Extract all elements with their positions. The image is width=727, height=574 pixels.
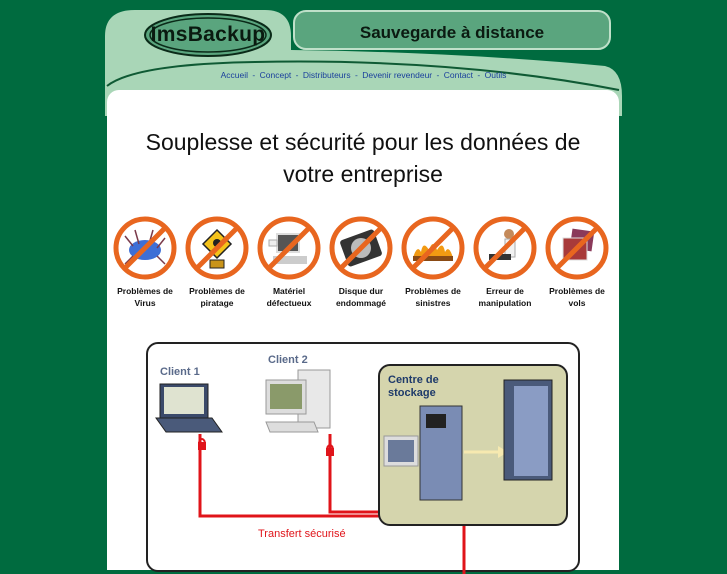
nav-devenir-revendeur[interactable]: Devenir revendeur (362, 70, 433, 80)
logo-ellipse-icon (144, 13, 272, 57)
nav-accueil[interactable]: Accueil (220, 70, 249, 80)
hardware-icon (257, 216, 321, 280)
problem-label-line1: Problèmes de (189, 286, 245, 296)
nav-separator: - (252, 70, 256, 80)
nav-contact[interactable]: Contact (443, 70, 474, 80)
storage-label-line1: Centre de (388, 374, 439, 386)
main-nav: Accueil - Concept - Distributeurs - Deve… (105, 70, 622, 80)
server-rack-icon (503, 379, 553, 481)
problem-label-line2: défectueux (266, 298, 312, 308)
problems-row: Problèmes de Virus Problèmes de piratage (107, 216, 619, 316)
content-area: Souplesse et sécurité pour les données d… (107, 90, 619, 574)
desktop-icon (265, 369, 331, 433)
page-title: Souplesse et sécurité pour les données d… (107, 126, 619, 190)
laptop-icon (155, 383, 223, 433)
problem-virus: Problèmes de Virus (109, 216, 181, 309)
problem-sinistres: Problèmes de sinistres (397, 216, 469, 309)
user-error-icon (473, 216, 537, 280)
backup-diagram: Client 1 Client 2 (146, 342, 580, 574)
problem-materiel: Matériel défectueux (253, 216, 325, 309)
tagline-text: Sauvegarde à distance (359, 22, 545, 42)
nav-separator: - (477, 70, 481, 80)
problem-label-line2: endommagé (335, 298, 387, 308)
problem-label-line1: Problèmes de (117, 286, 173, 296)
nav-separator: - (354, 70, 358, 80)
problem-label-line2: sinistres (415, 298, 451, 308)
problem-label-line1: Disque dur (338, 286, 384, 296)
title-line-1: Souplesse et sécurité pour les données d… (145, 129, 581, 155)
piracy-icon (185, 216, 249, 280)
problem-label-line2: piratage (200, 298, 234, 308)
title-line-2: votre entreprise (283, 161, 443, 187)
storage-label-line2: stockage (388, 387, 436, 399)
problem-label-line2: Virus (134, 298, 156, 308)
nav-outils[interactable]: Outils (484, 70, 507, 80)
problem-disque: Disque dur endommagé (325, 216, 397, 309)
nav-concept[interactable]: Concept (259, 70, 292, 80)
hard-disk-icon (329, 216, 393, 280)
lock-icon (198, 438, 206, 450)
logo[interactable]: ImsBackup (143, 12, 273, 58)
problem-label-line2: manipulation (478, 298, 532, 308)
fire-icon (401, 216, 465, 280)
lock-icon (326, 444, 334, 456)
nav-separator: - (436, 70, 440, 80)
virus-icon (113, 216, 177, 280)
storage-center: Centre de stockage (378, 364, 568, 526)
server-tower-icon (383, 405, 463, 501)
problem-vols: Problèmes de vols (541, 216, 613, 309)
problem-label-line1: Matériel (272, 286, 306, 296)
logo-text: ImsBackup (150, 23, 266, 46)
storage-graphics (383, 379, 553, 501)
client-2-label: Client 2 (268, 354, 308, 366)
problem-piratage: Problèmes de piratage (181, 216, 253, 309)
tagline-banner: Sauvegarde à distance (293, 10, 611, 50)
problem-label-line1: Problèmes de (405, 286, 461, 296)
nav-separator: - (295, 70, 299, 80)
problem-label-line2: vols (568, 298, 586, 308)
problem-label-line1: Erreur de (486, 286, 524, 296)
problem-manipulation: Erreur de manipulation (469, 216, 541, 309)
storage-label: Centre de stockage (388, 374, 439, 400)
theft-icon (545, 216, 609, 280)
page-frame: ImsBackup Sauvegarde à distance Accueil … (105, 6, 622, 574)
transfer-label: Transfert sécurisé (258, 528, 346, 540)
nav-distributeurs[interactable]: Distributeurs (302, 70, 351, 80)
client-1-label: Client 1 (160, 366, 200, 378)
problem-label-line1: Problèmes de (549, 286, 605, 296)
